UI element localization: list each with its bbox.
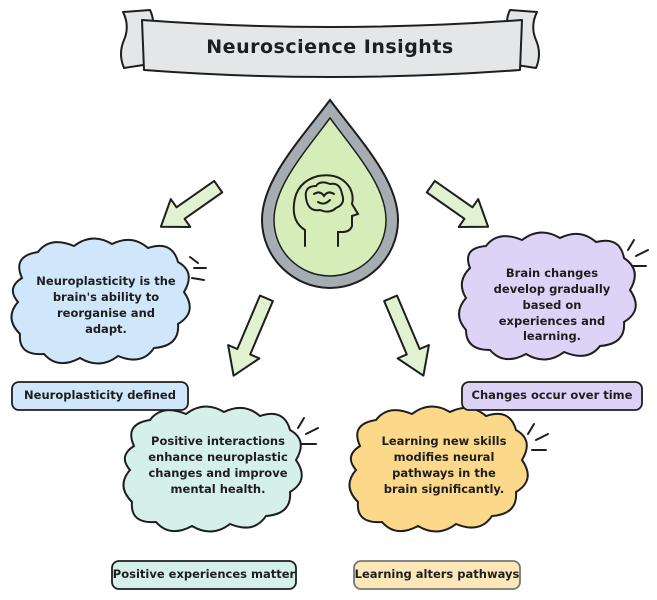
title-banner (120, 9, 540, 78)
node-text-neuroplasticity: Neuroplasticity is the brain's ability t… (36, 274, 176, 336)
label-box-positive (111, 560, 297, 590)
page-title: Neuroscience Insights (206, 36, 454, 58)
central-drop (260, 98, 400, 290)
node-label-positive: Positive experiences matter (112, 567, 296, 581)
cloud-neuroplasticity (10, 237, 191, 365)
emphasis-marks (627, 239, 649, 267)
emphasis-marks (189, 256, 207, 281)
arrow-to-positive (227, 294, 274, 377)
label-box-learning (353, 560, 521, 590)
cloud-gradual (458, 231, 637, 361)
node-text-positive: Positive interactions enhance neuroplast… (148, 434, 288, 496)
arrow-to-gradual (425, 179, 490, 228)
label-box-gradual (461, 381, 643, 411)
node-label-gradual: Changes occur over time (471, 388, 633, 402)
node-label-neuroplasticity: Neuroplasticity defined (24, 388, 176, 402)
cloud-positive (122, 405, 303, 533)
node-text-gradual: Brain changes develop gradually based on… (493, 266, 611, 344)
label-box-neuroplasticity (11, 381, 189, 411)
emphasis-marks (527, 423, 549, 451)
brain-head-icon (292, 174, 360, 247)
node-text-learning: Learning new skills modifies neural path… (381, 434, 507, 496)
arrow-to-learning (383, 294, 430, 377)
emphasis-marks (297, 417, 319, 445)
arrow-to-neuroplasticity (159, 179, 224, 228)
node-label-learning: Learning alters pathways (354, 567, 520, 581)
cloud-learning (348, 405, 529, 533)
